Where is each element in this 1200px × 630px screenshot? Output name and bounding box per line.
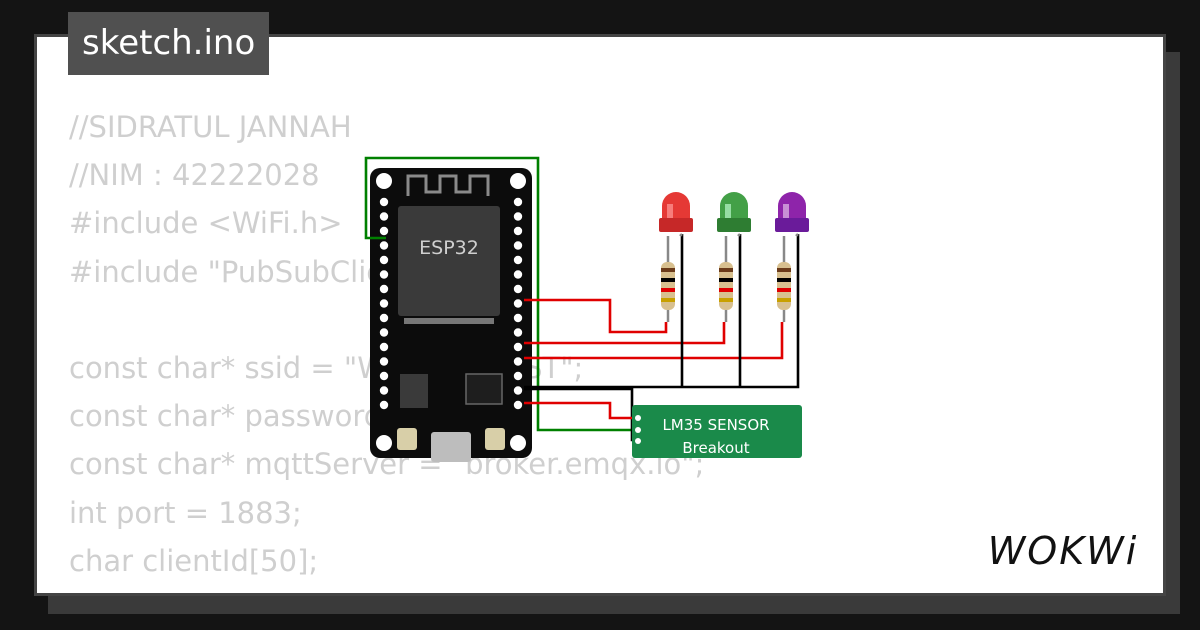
led-red[interactable] [659,192,693,262]
wire-vcc-sensor [524,401,640,420]
esp32-board[interactable]: ESP32 [370,168,532,462]
right-pin-header [513,197,523,410]
boot-button[interactable] [397,428,417,450]
led-green[interactable] [717,192,751,262]
en-button[interactable] [485,428,505,450]
header-pin [513,342,523,352]
wire-red-led1 [524,298,668,334]
header-pin [379,371,389,381]
led-purple[interactable] [775,192,809,262]
wire-red-led2 [524,322,726,345]
wire-green [364,156,636,432]
header-pin [513,212,523,221]
header-pin [379,284,389,294]
header-pin [379,386,389,395]
wire-gnd-sensor [524,387,640,442]
code-line: char clientId[50]; [69,543,319,578]
project-preview-card: //SIDRATUL JANNAH //NIM : 42222028 #includ… [34,34,1166,596]
wire-red-led3 [524,322,784,360]
esp32-label: ESP32 [419,237,479,259]
header-pin [513,197,523,207]
header-pin [513,299,523,308]
header-pin [379,328,389,337]
sensor-sublabel: Breakout [682,439,749,457]
header-pin [513,357,523,366]
header-pin [513,226,523,236]
lm35-sensor[interactable]: LM35 SENSOR Breakout [632,405,802,458]
header-pin [379,197,389,207]
resistor[interactable] [661,262,675,322]
header-pin [513,284,523,294]
header-pin [379,357,389,366]
header-pin [513,255,523,265]
header-pin [379,342,389,352]
header-pin [379,226,389,236]
header-pin [379,255,389,265]
code-line: int port = 1883; [69,495,302,530]
resistor[interactable] [777,262,791,322]
wokwi-logo: WOKWi [988,529,1139,572]
code-line: //NIM : 42222028 [69,158,320,193]
header-pin [513,241,523,250]
header-pin [513,270,523,279]
header-pin [379,299,389,308]
header-pin [379,212,389,221]
resistors [661,262,791,322]
header-pin [513,328,523,337]
header-pin [379,241,389,250]
header-pin [513,371,523,381]
wokwi-logo-text: WOKWi [988,529,1139,572]
header-pin [379,400,389,410]
code-line: #include <WiFi.h> [69,206,343,241]
code-line: //SIDRATUL JANNAH [69,110,352,144]
left-pin-header [379,197,389,410]
sensor-label: LM35 SENSOR [662,416,769,434]
wire-gnd-led3 [524,234,800,389]
header-pin [513,313,523,323]
header-pin [379,270,389,279]
filename-tab: sketch.ino [68,12,270,75]
header-pin [379,313,389,323]
usb-port [431,432,471,462]
resistor[interactable] [719,262,733,322]
header-pin [513,400,523,410]
header-pin [513,386,523,395]
